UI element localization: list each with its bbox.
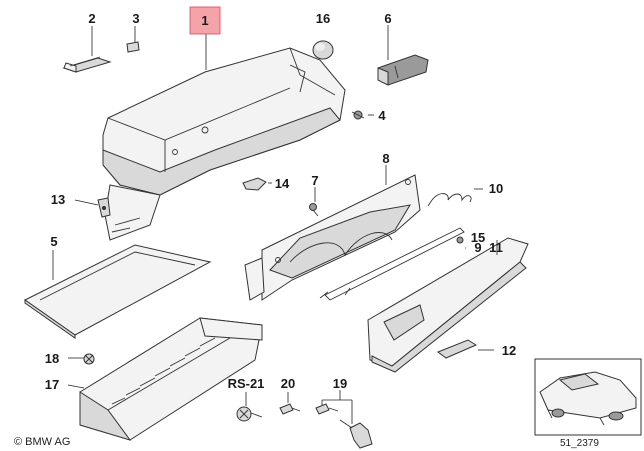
part-15-screw[interactable] (456, 236, 464, 244)
part-12-handle-cover[interactable] (436, 339, 478, 359)
part-7-bolt[interactable] (309, 203, 319, 217)
part-16-cap[interactable] (312, 40, 334, 60)
callout-11[interactable]: 11 (489, 240, 503, 255)
part-2-latch-cover[interactable] (62, 56, 112, 73)
callout-12[interactable]: 12 (502, 343, 516, 358)
part-4-screw[interactable] (351, 110, 365, 120)
callout-19[interactable]: 19 (333, 376, 347, 391)
callout-18[interactable]: 18 (45, 351, 59, 366)
callout-2[interactable]: 2 (88, 11, 95, 26)
drawing-number: 51_2379 (560, 438, 599, 449)
callout-1-highlight (189, 6, 221, 35)
callout-5[interactable]: 5 (50, 234, 57, 249)
callout-13[interactable]: 13 (51, 192, 65, 207)
part-8-inner-panel[interactable] (244, 174, 421, 301)
part-13-damper[interactable] (97, 197, 111, 218)
callout-15[interactable]: 15 (471, 230, 485, 245)
callout-7[interactable]: 7 (311, 173, 318, 188)
callout-4[interactable]: 4 (378, 108, 386, 123)
leader-lines (52, 25, 498, 424)
part-3-clip[interactable] (126, 41, 140, 53)
callout-17[interactable]: 17 (45, 377, 59, 392)
part-10-spring[interactable] (427, 193, 472, 207)
part-6-lock-housing[interactable] (377, 54, 429, 86)
callout-9[interactable]: 9 (474, 240, 481, 255)
callout-20[interactable]: 20 (281, 376, 295, 391)
part-14-rivet[interactable] (242, 177, 267, 191)
copyright-text: © BMW AG (14, 436, 70, 448)
part-1-glovebox-housing[interactable] (102, 47, 346, 241)
callout-8[interactable]: 8 (382, 151, 389, 166)
callout-labels: 1 2 3 16 6 4 13 14 7 8 10 9 11 15 5 12 1… (45, 6, 516, 392)
callout-6[interactable]: 6 (384, 11, 391, 26)
callout-16[interactable]: 16 (316, 11, 330, 26)
callout-1[interactable]: 1 (201, 13, 208, 28)
part-20-screw[interactable] (279, 403, 301, 415)
part-5-lid-panel[interactable] (24, 244, 212, 339)
callout-10[interactable]: 10 (489, 181, 503, 196)
part-17-storage-tray[interactable] (79, 317, 263, 441)
part-11-outer-lid[interactable] (367, 237, 529, 373)
part-9-rod[interactable] (319, 227, 465, 301)
car-reference-inset (534, 358, 642, 436)
callout-3[interactable]: 3 (132, 11, 139, 26)
part-19-lock-set[interactable] (315, 403, 373, 449)
part-18-clip-nut[interactable] (83, 353, 95, 365)
callout-rs21[interactable]: RS-21 (228, 376, 265, 391)
callout-14[interactable]: 14 (275, 176, 290, 191)
part-rs21-screw[interactable] (236, 406, 263, 422)
